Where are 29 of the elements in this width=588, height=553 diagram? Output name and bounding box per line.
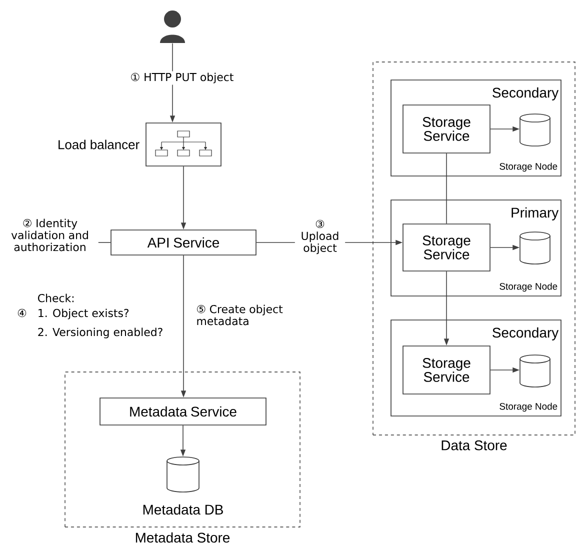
person-icon — [160, 10, 185, 43]
role-label: Primary — [512, 207, 559, 220]
node-caption: Storage Node — [500, 162, 558, 172]
role-label: Secondary — [492, 327, 559, 340]
service-box: Storage Service — [402, 104, 490, 154]
database-cylinder — [520, 354, 550, 388]
service-box: Storage Service — [402, 346, 490, 394]
note-text: ④ — [18, 308, 26, 318]
edge-label: ③ Upload object — [294, 218, 346, 256]
container-label: Data Store — [442, 440, 507, 450]
service-box: Metadata Service — [100, 398, 266, 426]
service-box: Storage Service — [402, 224, 490, 272]
node-label: Load balancer — [58, 140, 140, 150]
leader-line — [98, 242, 111, 243]
edge-label: ⑤ Create object metadata — [195, 304, 291, 326]
database-label: Metadata DB — [143, 504, 223, 515]
edge-label: ① HTTP PUT object — [128, 71, 236, 85]
connector-line — [446, 153, 447, 224]
database-cylinder — [520, 232, 550, 264]
note-text: 2. Versioning enabled? — [38, 328, 162, 338]
database-cylinder — [520, 114, 550, 146]
role-label: Secondary — [492, 87, 559, 100]
step-note: ② Identity validation and authorization — [11, 218, 88, 252]
node-caption: Storage Node — [500, 402, 558, 412]
note-text: 1. Object exists? — [38, 308, 129, 320]
container-label: Metadata Store — [136, 532, 230, 543]
note-text: Check: — [38, 294, 74, 302]
node-caption: Storage Node — [500, 282, 558, 292]
service-box: API Service — [110, 230, 256, 256]
